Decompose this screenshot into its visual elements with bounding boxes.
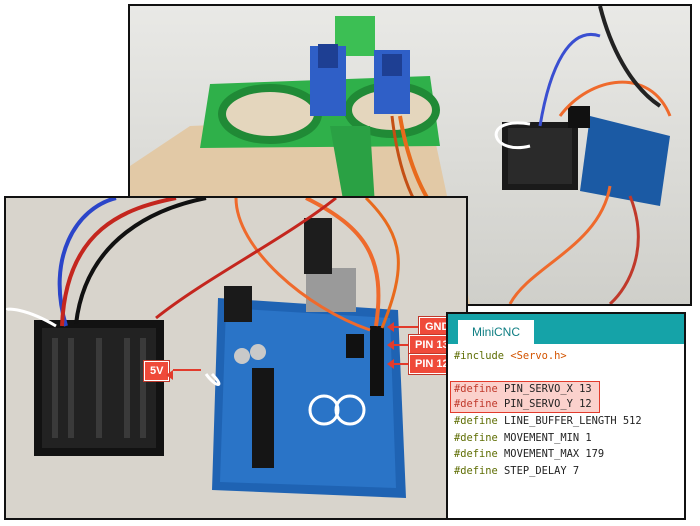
code-editor[interactable]: #include <Servo.h> #define PIN_SERVO_X 1… [448, 344, 684, 479]
define-body: PIN_SERVO_X 13 [497, 383, 592, 395]
photo-arduino-closeup [4, 196, 468, 520]
fivev-label: 5V [144, 361, 170, 381]
define-body: MOVEMENT_MAX 179 [497, 448, 605, 460]
define-keyword: #define [454, 448, 498, 460]
code-line-blank [454, 365, 684, 382]
fivev-leader [173, 369, 201, 371]
ide-tab-minicnc[interactable]: MiniCNC [458, 320, 534, 344]
code-line-include: #include <Servo.h> [454, 348, 684, 365]
code-line: #define PIN_SERVO_Y 12 [454, 397, 599, 412]
code-highlight-box: #define PIN_SERVO_X 13 #define PIN_SERVO… [450, 381, 600, 413]
gnd-arrow [387, 322, 419, 332]
define-body: STEP_DELAY 7 [497, 464, 580, 477]
include-keyword: #include [454, 350, 505, 362]
define-body: MOVEMENT_MIN 1 [497, 431, 592, 444]
define-keyword: #define [454, 415, 498, 427]
include-library: <Servo.h> [510, 350, 567, 362]
pin12-arrow [387, 359, 409, 369]
define-keyword: #define [454, 431, 498, 444]
pin12-label: PIN 12 [409, 354, 455, 374]
define-keyword: #define [454, 464, 498, 477]
define-keyword: #define [454, 398, 498, 410]
code-line: #define PIN_SERVO_X 13 [454, 382, 599, 397]
code-line: #define MOVEMENT_MAX 179 [454, 446, 684, 463]
define-keyword: #define [454, 383, 498, 395]
code-line: #define LINE_BUFFER_LENGTH 512 [454, 413, 684, 430]
pin13-arrow [387, 340, 409, 350]
code-line: #define STEP_DELAY 7 [454, 463, 684, 480]
code-line: #define MOVEMENT_MIN 1 [454, 430, 684, 447]
ide-code-panel: MiniCNC #include <Servo.h> #define PIN_S… [446, 312, 686, 520]
define-body: PIN_SERVO_Y 12 [497, 398, 592, 410]
ide-tab-bar: MiniCNC [448, 314, 684, 344]
define-body: LINE_BUFFER_LENGTH 512 [497, 415, 642, 427]
